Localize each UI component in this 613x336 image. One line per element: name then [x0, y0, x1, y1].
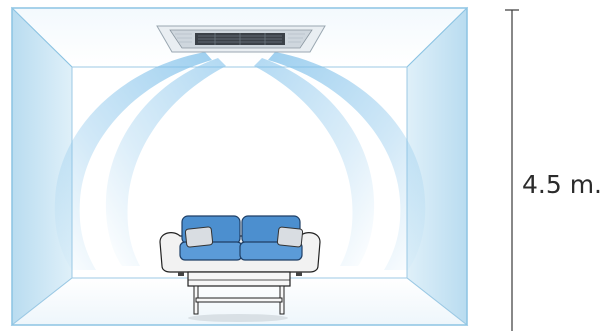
- height-label: 4.5 m.: [522, 170, 602, 199]
- height-dimension-line: [505, 10, 519, 331]
- ceiling-cassette-ac-icon: [157, 26, 325, 52]
- sofa-icon: [160, 216, 320, 276]
